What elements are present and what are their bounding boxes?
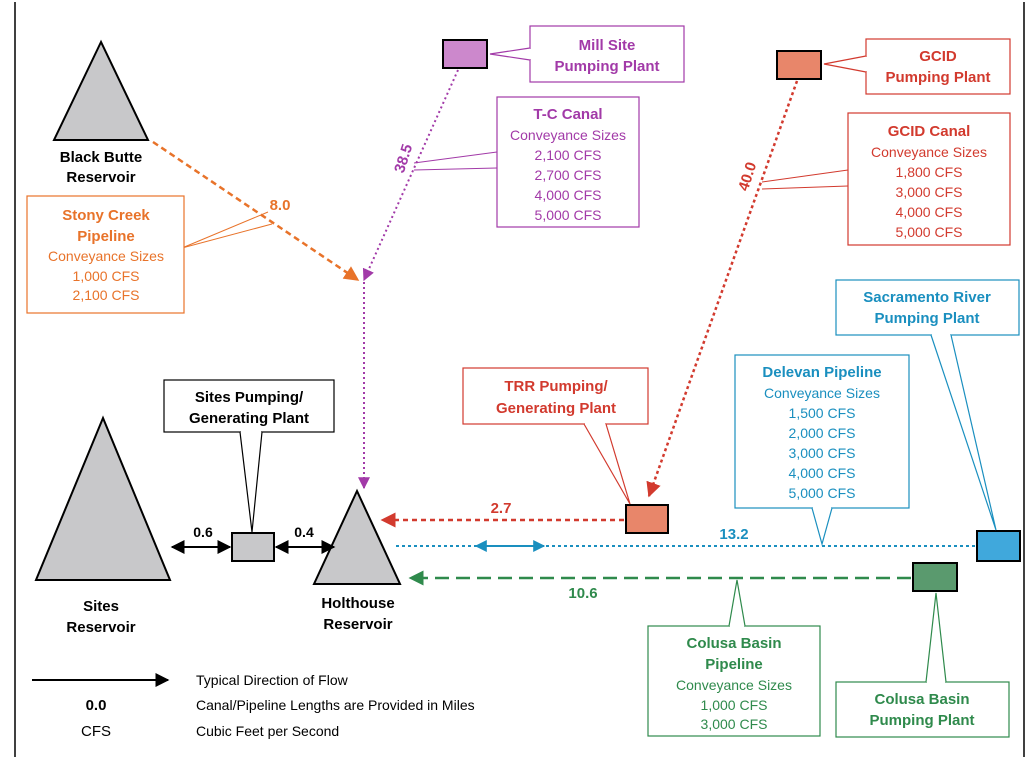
- tc-canal-callout: [496, 96, 640, 228]
- black-butte-label-1: Black Butte: [60, 149, 143, 166]
- delevan-size-4: 4,000 CFS: [789, 465, 856, 481]
- gcid-plant-box: [776, 50, 822, 80]
- colusa-plant-label-2: Pumping Plant: [870, 712, 975, 729]
- delevan-size-3: 3,000 CFS: [789, 445, 856, 461]
- tc-canal-size-1: 2,100 CFS: [535, 147, 602, 163]
- gcid-canal-size-4: 5,000 CFS: [896, 224, 963, 240]
- delevan-callout: [734, 354, 910, 509]
- sacramento-callout: [835, 279, 1020, 336]
- colusa-pipeline-title-1: Colusa Basin: [686, 635, 781, 652]
- sites-pumping-callout: [163, 379, 335, 433]
- tc-canal-line: [362, 69, 459, 282]
- stony-creek-title-2: Pipeline: [77, 228, 135, 245]
- sites-label-2: Reservoir: [66, 619, 135, 636]
- gcid-plant-label-1: GCID: [919, 48, 957, 65]
- colusa-pipeline-subtitle: Conveyance Sizes: [676, 677, 792, 693]
- delevan-size-2: 2,000 CFS: [789, 425, 856, 441]
- sites-pumping-plant-box: [231, 532, 275, 562]
- length-trr: 2.7: [491, 500, 512, 517]
- stony-creek-size-2: 2,100 CFS: [73, 287, 140, 303]
- trr-label-1: TRR Pumping/: [504, 378, 608, 395]
- gcid-canal-size-2: 3,000 CFS: [896, 184, 963, 200]
- sites-reservoir-shape: [34, 415, 172, 581]
- gcid-canal-title: GCID Canal: [888, 123, 971, 140]
- black-butte-reservoir-shape: [52, 39, 150, 141]
- mill-site-label-2: Pumping Plant: [555, 58, 660, 75]
- tc-canal-size-2: 2,700 CFS: [535, 167, 602, 183]
- sacramento-plant-box: [976, 530, 1021, 562]
- sites-label-1: Sites: [83, 598, 119, 615]
- sacramento-label-1: Sacramento River: [863, 289, 991, 306]
- tc-canal-title: T-C Canal: [533, 106, 602, 123]
- legend-cfs-symbol: CFS: [81, 723, 111, 740]
- mill-site-label-1: Mill Site: [579, 37, 636, 54]
- colusa-basin-pipeline-callout: [647, 625, 821, 737]
- sites-pumping-callout-pointer: [239, 431, 263, 533]
- sites-pumping-label-2: Generating Plant: [189, 410, 309, 427]
- legend-length-text: Canal/Pipeline Lengths are Provided in M…: [196, 697, 475, 713]
- gcid-plant-callout-pointer: [823, 55, 867, 73]
- holthouse-reservoir-shape: [312, 488, 402, 585]
- stony-creek-subtitle: Conveyance Sizes: [48, 248, 164, 264]
- sacramento-callout-pointer: [930, 334, 997, 531]
- holthouse-label-2: Reservoir: [323, 616, 392, 633]
- length-sites-plant: 0.6: [193, 524, 213, 540]
- length-plant-holthouse: 0.4: [294, 524, 314, 540]
- gcid-canal-subtitle: Conveyance Sizes: [871, 144, 987, 160]
- holthouse-label-1: Holthouse: [321, 595, 394, 612]
- colusa-basin-plant-callout-pointer: [925, 592, 947, 683]
- colusa-pipeline-title-2: Pipeline: [705, 656, 763, 673]
- colusa-plant-label-1: Colusa Basin: [874, 691, 969, 708]
- delevan-callout-pointer: [811, 507, 833, 547]
- length-colusa: 10.6: [568, 585, 597, 602]
- tc-canal-subtitle: Conveyance Sizes: [510, 127, 626, 143]
- mill-site-callout-pointer: [489, 47, 531, 61]
- delevan-subtitle: Conveyance Sizes: [764, 385, 880, 401]
- trr-callout-pointer: [583, 423, 631, 505]
- colusa-pipeline-size-1: 1,000 CFS: [701, 697, 768, 713]
- legend-length-symbol: 0.0: [86, 697, 107, 714]
- delevan-title: Delevan Pipeline: [762, 364, 881, 381]
- gcid-plant-callout: [865, 38, 1011, 95]
- gcid-plant-label-2: Pumping Plant: [886, 69, 991, 86]
- stony-creek-pipeline-line: [152, 140, 360, 282]
- trr-plant-box: [625, 504, 669, 534]
- stony-creek-title-1: Stony Creek: [62, 207, 150, 224]
- trr-label-2: Generating Plant: [496, 400, 616, 417]
- legend-flow-text: Typical Direction of Flow: [196, 672, 349, 688]
- tc-canal-size-3: 4,000 CFS: [535, 187, 602, 203]
- colusa-pipeline-size-2: 3,000 CFS: [701, 716, 768, 732]
- sites-pumping-label-1: Sites Pumping/: [195, 389, 304, 406]
- colusa-basin-plant-callout: [835, 681, 1010, 738]
- tc-canal-size-4: 5,000 CFS: [535, 207, 602, 223]
- colusa-basin-pipeline-callout-pointer: [728, 579, 746, 627]
- length-gcid-canal: 40.0: [735, 160, 760, 193]
- mill-site-callout: [529, 25, 685, 83]
- colusa-basin-plant-box: [912, 562, 958, 592]
- stony-creek-callout: [26, 195, 185, 314]
- delevan-size-1: 1,500 CFS: [789, 405, 856, 421]
- delevan-size-5: 5,000 CFS: [789, 485, 856, 501]
- length-stony-creek: 8.0: [270, 197, 291, 214]
- legend-cfs-text: Cubic Feet per Second: [196, 723, 339, 739]
- gcid-canal-size-3: 4,000 CFS: [896, 204, 963, 220]
- stony-creek-size-1: 1,000 CFS: [73, 268, 140, 284]
- gcid-canal-line: [646, 80, 799, 498]
- sacramento-label-2: Pumping Plant: [875, 310, 980, 327]
- length-delevan: 13.2: [719, 526, 748, 543]
- mill-site-plant-box: [442, 39, 488, 69]
- gcid-canal-size-1: 1,800 CFS: [896, 164, 963, 180]
- trr-callout: [462, 367, 649, 425]
- gcid-canal-callout: [847, 112, 1011, 246]
- black-butte-label-2: Reservoir: [66, 169, 135, 186]
